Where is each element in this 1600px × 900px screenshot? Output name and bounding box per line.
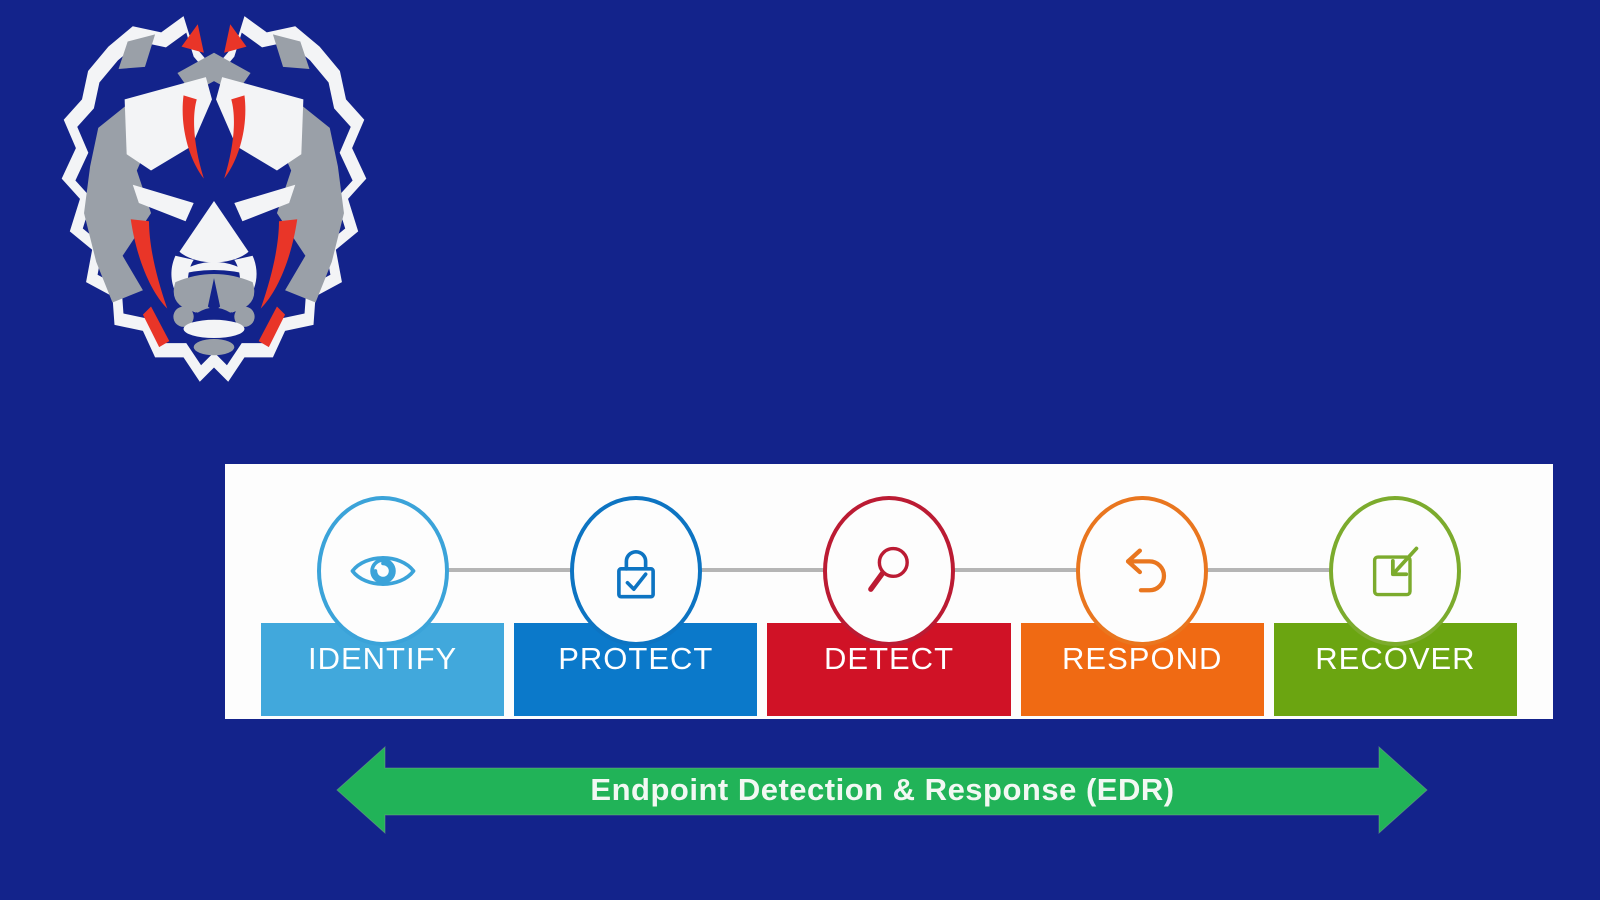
edr-banner-label: Endpoint Detection & Response (EDR) (590, 772, 1175, 807)
step-identify: IDENTIFY (261, 464, 505, 719)
step-respond: RESPOND (1020, 464, 1264, 719)
double-arrow-shape (336, 745, 1428, 835)
bear-nostril-split (207, 278, 221, 310)
bear-red-markings (130, 24, 298, 348)
step-identify-circle (316, 496, 449, 646)
padlock-check-icon (616, 549, 655, 599)
step-recover-label: RECOVER (1315, 640, 1476, 676)
double-arrow (336, 745, 1428, 835)
step-recover: RECOVER (1273, 464, 1518, 719)
step-recover-circle (1329, 496, 1462, 646)
step-detect-label: DETECT (824, 640, 954, 676)
eye-icon (350, 556, 415, 586)
nist-framework-panel: IDENTIFY PROTECT (225, 464, 1553, 719)
step-protect-label: PROTECT (558, 640, 714, 676)
undo-arrow-icon (1126, 548, 1167, 593)
step-respond-label: RESPOND (1062, 640, 1223, 676)
step-detect: DETECT (767, 464, 1011, 719)
magnifier-icon (868, 546, 909, 592)
edr-banner: Endpoint Detection & Response (EDR) (330, 740, 1435, 840)
step-protect-bar: PROTECT (514, 623, 758, 716)
step-protect: PROTECT (514, 464, 758, 719)
step-detect-circle (823, 496, 955, 646)
bear-mascot-logo (61, 16, 367, 382)
step-protect-circle (569, 496, 702, 646)
step-identify-label: IDENTIFY (307, 640, 458, 676)
import-arrow-icon (1373, 546, 1419, 597)
step-respond-circle (1076, 496, 1209, 646)
